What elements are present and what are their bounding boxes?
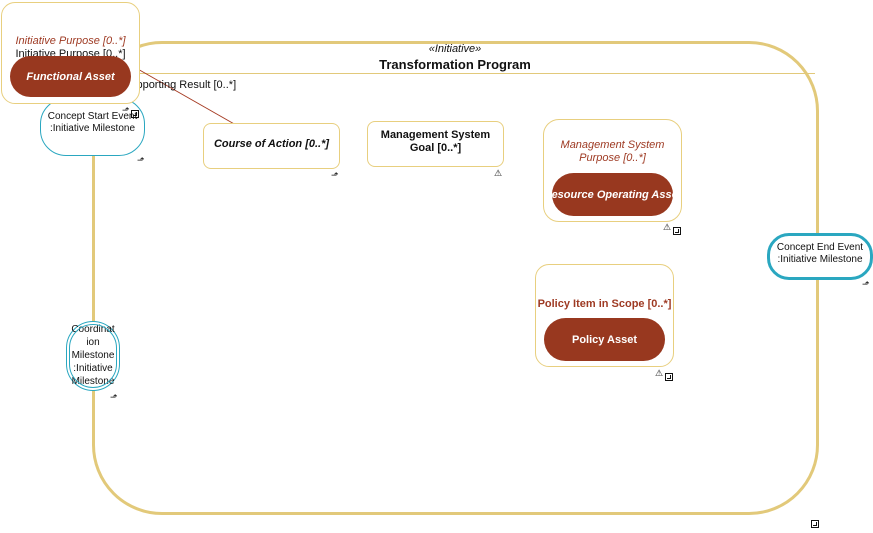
policy-item-label: Policy Item in Scope [0..*] — [537, 298, 672, 310]
concept-start-line1: Concept Start Event — [47, 111, 138, 122]
warning-icon[interactable]: ⚠ — [655, 368, 664, 378]
course-of-action-label: Course of Action [0..*] — [213, 138, 330, 150]
management-purpose-line1: Management System — [560, 139, 665, 151]
concept-end-line2: :Initiative Milestone — [777, 254, 863, 265]
resource-operating-asset-pill[interactable]: Resource Operating Asset — [552, 173, 673, 216]
initiative-purpose-title: Initiative Purpose [0..*] — [15, 35, 126, 47]
reference-box-icon[interactable] — [131, 105, 139, 123]
warning-icon[interactable]: ⚠ — [663, 222, 672, 232]
concept-start-line2: :Initiative Milestone — [49, 123, 136, 134]
management-goal-line1: Management System — [380, 129, 491, 141]
concept-end-milestone[interactable]: Concept End Event :Initiative Milestone — [767, 233, 873, 280]
return-arrow-icon[interactable]: ⬏ — [862, 279, 870, 289]
return-arrow-icon[interactable]: ⬏ — [122, 105, 130, 115]
reference-box-icon[interactable] — [665, 368, 673, 386]
management-goal-node[interactable]: Management System Goal [0..*] — [367, 121, 504, 167]
reference-box-icon[interactable] — [811, 515, 819, 533]
concept-end-line1: Concept End Event — [776, 242, 864, 253]
management-goal-line2: Goal [0..*] — [409, 142, 462, 154]
container-divider — [97, 73, 815, 74]
coordination-milestone-inner-ring — [69, 324, 117, 388]
supporting-result-connector — [135, 67, 237, 126]
return-arrow-icon[interactable]: ⬏ — [137, 155, 145, 165]
course-of-action-node[interactable]: Course of Action [0..*] — [203, 123, 340, 169]
functional-asset-pill[interactable]: Functional Asset — [10, 56, 131, 97]
warning-icon[interactable]: ⚠ — [494, 168, 503, 178]
concept-start-milestone[interactable]: Concept Start Event :Initiative Mileston… — [40, 98, 145, 156]
management-purpose-line2: Purpose [0..*] — [579, 152, 646, 164]
container-stereotype: «Initiative» — [428, 43, 482, 55]
return-arrow-icon[interactable]: ⬏ — [331, 170, 339, 180]
container-title: Transformation Program — [379, 57, 531, 72]
reference-box-icon[interactable] — [673, 222, 681, 240]
coordination-line3: Milestone — [71, 350, 115, 361]
return-arrow-icon[interactable]: ⬏ — [110, 392, 118, 402]
policy-asset-pill[interactable]: Policy Asset — [544, 318, 665, 361]
supporting-result-label: Supporting Result [0..*] — [123, 79, 237, 91]
